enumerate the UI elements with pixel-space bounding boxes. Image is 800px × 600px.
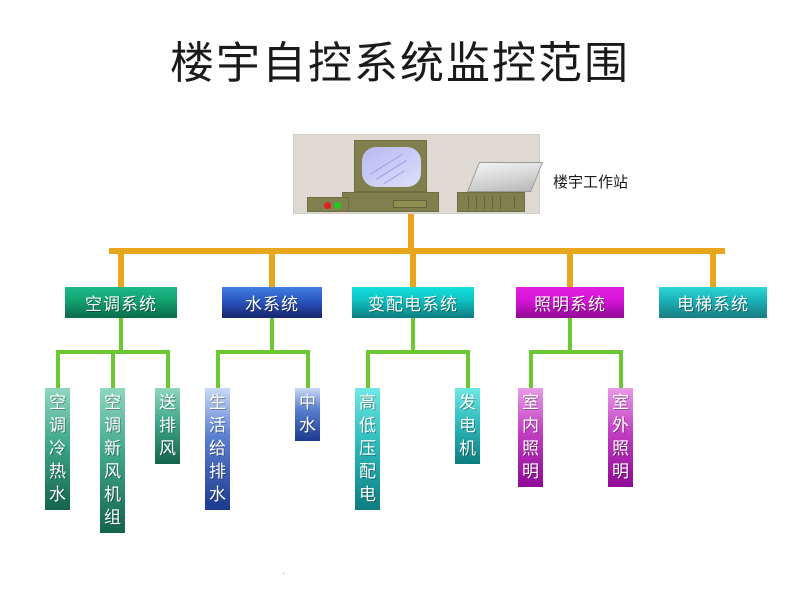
workstation-drop-line [408, 214, 414, 254]
subsystem-box-label: 生活给排水 [209, 393, 226, 505]
leaf-drop-line [528, 350, 533, 388]
system-box-label: 空调系统 [85, 295, 157, 315]
branch-stem-line [119, 318, 123, 354]
system-box-label: 水系统 [245, 295, 299, 315]
monitor-screen-icon [362, 147, 421, 187]
subsystem-box[interactable]: 中水 [295, 388, 320, 441]
system-drop-line [118, 248, 124, 287]
led-green-icon [334, 202, 341, 209]
leaf-drop-line [165, 350, 170, 388]
subsystem-box[interactable]: 空调冷热水 [45, 388, 70, 510]
branch-bracket-line [365, 350, 470, 354]
branch-stem-line [568, 318, 572, 354]
branch-stem-line [270, 318, 274, 354]
subsystem-box-label: 发电机 [459, 393, 476, 459]
subsystem-box[interactable]: 室内照明 [518, 388, 543, 487]
subsystem-box-label: 中水 [299, 393, 316, 436]
system-drop-line [269, 248, 275, 287]
leaf-drop-line [365, 350, 370, 388]
footer-mark: . [282, 566, 286, 577]
branch-bracket-line [215, 350, 310, 354]
monitor-icon [354, 140, 427, 192]
system-box-label: 电梯系统 [677, 295, 749, 315]
subsystem-box[interactable]: 空调新风机组 [100, 388, 125, 533]
branch-bracket-line [528, 350, 623, 354]
subsystem-box[interactable]: 发电机 [455, 388, 480, 464]
leaf-drop-line [55, 350, 60, 388]
branch-stem-line [411, 318, 415, 354]
system-box[interactable]: 照明系统 [516, 287, 624, 318]
subsystem-box-label: 空调冷热水 [49, 393, 66, 505]
system-drop-line [410, 248, 416, 287]
leaf-drop-line [465, 350, 470, 388]
system-box-label: 变配电系统 [368, 295, 458, 315]
subsystem-box-label: 室内照明 [522, 393, 539, 482]
leaf-drop-line [215, 350, 220, 388]
subsystem-box-label: 室外照明 [612, 393, 629, 482]
drive-slot-icon [393, 200, 427, 208]
leaf-drop-line [110, 350, 115, 388]
led-red-icon [324, 202, 331, 209]
computer-workstation-icon [293, 134, 544, 214]
scanner-lid-icon [467, 162, 544, 192]
workstation-label: 楼宇工作站 [553, 173, 629, 191]
leaf-drop-line [618, 350, 623, 388]
scanner-base-icon [457, 192, 525, 212]
system-box[interactable]: 变配电系统 [352, 287, 474, 318]
system-box[interactable]: 水系统 [222, 287, 322, 318]
page-title: 楼宇自控系统监控范围 [170, 38, 630, 89]
subsystem-box[interactable]: 送排风 [155, 388, 180, 464]
system-box-label: 照明系统 [534, 295, 606, 315]
system-drop-line [710, 248, 716, 287]
subsystem-box-label: 空调新风机组 [104, 393, 121, 528]
system-box[interactable]: 空调系统 [65, 287, 177, 318]
subsystem-box[interactable]: 生活给排水 [205, 388, 230, 510]
status-led-panel-icon [307, 197, 349, 212]
computer-case-icon [342, 192, 439, 212]
subsystem-box[interactable]: 高低压配电 [355, 388, 380, 510]
subsystem-box-label: 送排风 [159, 393, 176, 459]
main-bus-line [109, 248, 725, 254]
system-drop-line [567, 248, 573, 287]
subsystem-box-label: 高低压配电 [359, 393, 376, 505]
subsystem-box[interactable]: 室外照明 [608, 388, 633, 487]
leaf-drop-line [305, 350, 310, 388]
system-box[interactable]: 电梯系统 [659, 287, 767, 318]
